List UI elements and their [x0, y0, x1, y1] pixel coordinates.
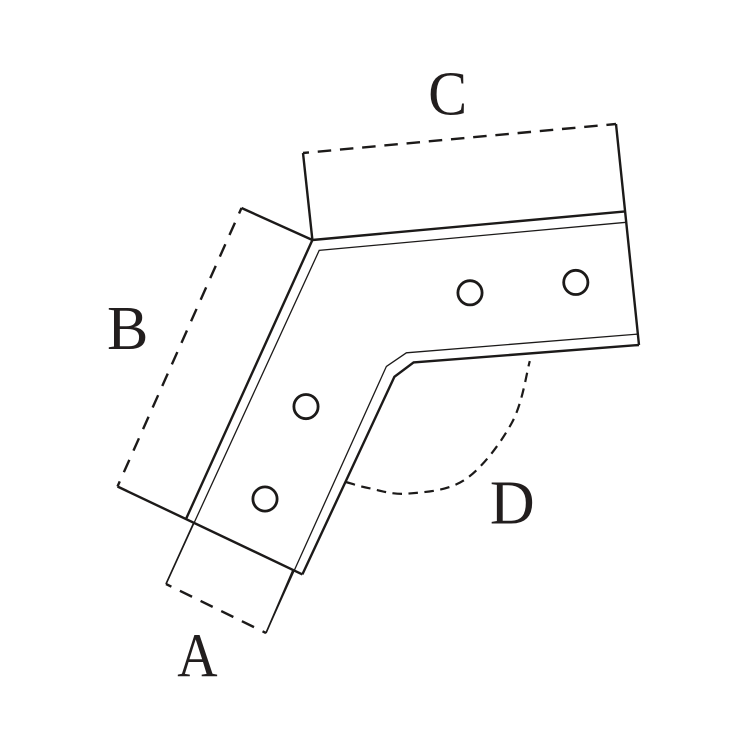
svg-text:B: B — [107, 295, 148, 363]
svg-text:A: A — [177, 621, 218, 690]
svg-text:D: D — [490, 469, 535, 537]
svg-text:C: C — [428, 60, 467, 129]
